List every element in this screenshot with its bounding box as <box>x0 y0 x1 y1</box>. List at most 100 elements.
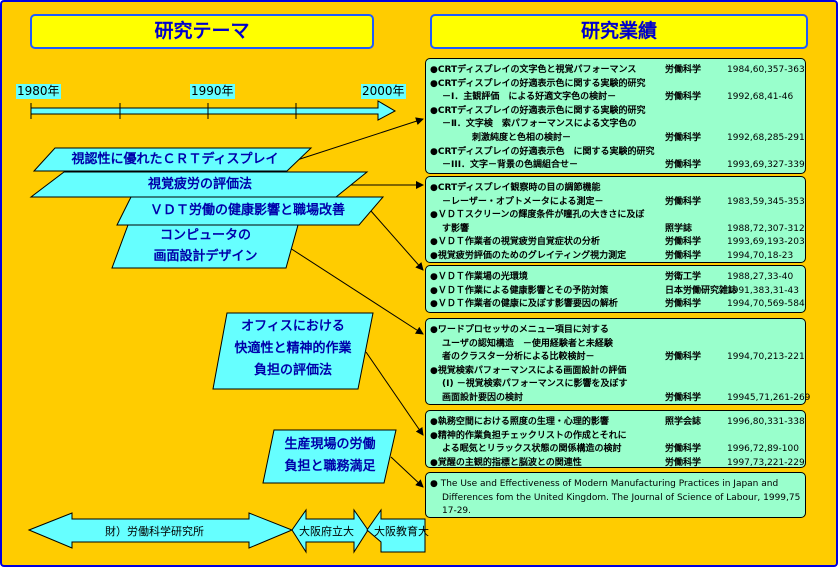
theme-screen-design: コンピュータの 画面設計デザイン <box>118 225 293 267</box>
publication-journal: 労働科学 <box>665 237 702 248</box>
theme-factory-work: 生産現場の労働 負担と職務満足 <box>268 434 392 478</box>
publication-title: 者のクラスター分析による比較検討－ <box>442 352 595 363</box>
publication-title: す影響 <box>442 223 470 234</box>
publication-title: ●CRTディスプレイ観察時の目の調節機能 <box>430 183 601 193</box>
publication-line: ●ＶＤＴ作業者の視覚疲労自覚症状の分析 労働科学 1993,69,193-203 <box>430 236 805 250</box>
publication-title: 画面設計要因の検討 <box>442 392 524 403</box>
publication-title: ●CRTディスプレイの好適表示色に関する実験的研究 <box>430 105 646 116</box>
publication-group: ●ＶＤＴ作業場の光環境 労衛工学 1988,27,33-40 ●ＶＤＴ作業による健康影… <box>425 265 806 313</box>
publication-group: ●CRTディスプレイ観察時の目の調節機能 －レーザー・オプトメータによる測定－ 労働… <box>425 176 806 263</box>
publication-citation: 1988,72,307-312 <box>727 223 805 234</box>
publication-line: ●ＶＤＴスクリーンの輝度条件が瞳孔の大きさに及ぼ <box>430 209 801 223</box>
publication-journal: 労働科学 <box>665 92 702 103</box>
publication-journal: 労働科学 <box>665 65 702 75</box>
publication-line: ●CRTディスプレイの好適表示色に関する実験的研究 <box>430 105 801 119</box>
publication-line: －レーザー・オプトメータによる測定－ 労働科学 1983,59,345-353 <box>430 196 805 210</box>
theme-shape-factory <box>262 429 397 484</box>
theme-factory-line: 生産現場の労働 <box>284 437 376 452</box>
publication-line: －Ⅱ．文字検 索パフォーマンスによる文字色の <box>430 118 801 132</box>
publication-line: よる眠気とリラックス状態の関係構造の検討 労働科学 1996,72,89-100 <box>430 443 801 457</box>
publication-line: ●ワードプロセッサのメニュー項目に対する <box>430 324 801 338</box>
publication-group: ●ワードプロセッサのメニュー項目に対するユーザの認知構造 －使用経験者と未経験者… <box>425 318 810 405</box>
themes-header: 研究テーマ <box>30 14 374 49</box>
timeline-label-2000: 2000年 <box>361 84 406 99</box>
publication-citation: 1994,70,18-23 <box>727 250 794 261</box>
publication-journal: 労働科学 <box>665 444 702 455</box>
publication-journal: 労働科学 <box>665 299 702 310</box>
publication-citation: 1997,73,221-229 <box>727 457 805 468</box>
publication-line: (I) －視覚検索パフォーマンスに影響を及ぼす <box>430 378 801 392</box>
publication-citation: 1994,70,569-584 <box>727 299 805 310</box>
publication-title: ユーザの認知構造 －使用経験者と未経験 <box>442 338 613 349</box>
org-labour-science-institute: 財）労働科学研究所 <box>105 525 204 538</box>
publication-citation: 1988,27,33-40 <box>727 272 794 282</box>
publication-line: 17-29. <box>430 505 801 519</box>
publication-title: ●ＶＤＴ作業場の光環境 <box>430 272 528 282</box>
theme-shape-screen <box>111 224 299 269</box>
publication-title: ●CRTディスプレイの文字色と視覚パフォーマンス <box>430 65 637 75</box>
publication-title: よる眠気とリラックス状態の関係構造の検討 <box>442 444 622 455</box>
timeline-arrow <box>30 100 397 121</box>
org-osaka-kyoiku-univ: 大阪教育大 <box>374 525 429 538</box>
publication-line: ●覚醒の主観的指標と脳波との関連性 労働科学 1997,73,221-229 <box>430 457 805 471</box>
publication-journal: 労働科学 <box>665 132 702 143</box>
theme-office-comfort: オフィスにおける 快適性と精神的作業 負担の評価法 <box>218 316 368 382</box>
publication-citation: 1984,60,357-363 <box>727 65 805 75</box>
theme-screen-design-line: コンピュータの <box>159 228 251 243</box>
publication-citation: 1996,72,89-100 <box>727 444 799 455</box>
publication-title: (I) －視覚検索パフォーマンスに影響を及ぼす <box>442 379 628 390</box>
publication-line: ●ＶＤＴ作業場の光環境 労衛工学 1988,27,33-40 <box>430 271 801 285</box>
publication-title: 17-29. <box>442 506 472 517</box>
publication-title: ●執務空間における照度の生理・心理的影響 <box>430 417 609 427</box>
theme-office-line: オフィスにおける <box>241 319 345 334</box>
publication-journal: 労働科学 <box>665 352 702 363</box>
theme-vdt-health: ＶＤＴ労働の健康影響と職場改善 <box>149 203 345 218</box>
publication-title: ●CRTディスプレイの好適表示色に関する実験的研究 <box>430 78 646 89</box>
publication-citation: 1992,68,41-46 <box>727 92 794 103</box>
publication-journal: 労働科学 <box>665 392 702 403</box>
theme-office-line: 快適性と精神的作業 <box>234 341 352 356</box>
publication-title: ●CRTディスプレイの好適表示色 に関する実験的研究 <box>430 146 655 157</box>
publication-title: 刺激純度と色相の検討－ <box>472 132 572 143</box>
publication-title: ●覚醒の主観的指標と脳波との関連性 <box>430 457 582 468</box>
publication-citation: 1993,69,193-203 <box>727 237 805 248</box>
publication-journal: 労働科学 <box>665 160 702 171</box>
theme-visual-fatigue: 視覚疲労の評価法 <box>147 177 252 192</box>
publication-line: ●CRTディスプレイ観察時の目の調節機能 <box>430 182 801 196</box>
publication-title: ●視覚検索パフォーマンスによる画面設計の評価 <box>430 365 627 376</box>
publication-journal: 労働科学 <box>665 457 702 468</box>
publication-journal: 労働科学 <box>665 196 702 207</box>
theme-shape-crt <box>32 147 313 172</box>
achievements-header: 研究業績 <box>430 14 808 49</box>
publication-title: ●ワードプロセッサのメニュー項目に対する <box>430 325 609 335</box>
publication-citation: 1983,59,345-353 <box>727 196 805 207</box>
publication-line: ●精神的作業負担チェックリストの作成とそれに <box>430 430 801 444</box>
publication-title: ●視覚疲労評価のためのグレイティング視力測定 <box>430 250 627 261</box>
publication-line: ●視覚検索パフォーマンスによる画面設計の評価 <box>430 365 801 379</box>
publication-title: －Ⅱ．文字検 索パフォーマンスによる文字色の <box>442 119 637 130</box>
publication-journal: 労衛工学 <box>665 272 702 282</box>
publication-title: －レーザー・オプトメータによる測定－ <box>442 196 604 207</box>
publication-line: ●CRTディスプレイの文字色と視覚パフォーマンス 労働科学 1984,60,357-… <box>430 64 805 78</box>
publication-title: ●ＶＤＴ作業者の視覚疲労自覚症状の分析 <box>430 237 600 248</box>
publication-title: －Ⅰ．主観評価 による好適文字色の検討－ <box>442 92 617 103</box>
publication-citation: 1992,68,285-291 <box>727 132 805 143</box>
publication-citation: 1993,69,327-339 <box>727 160 805 171</box>
publication-journal: 労働科学 <box>665 250 702 261</box>
timeline-label-1980: 1980年 <box>16 84 61 99</box>
publication-line: ユーザの認知構造 －使用経験者と未経験 <box>430 338 801 352</box>
org-arrow-osaka-edu <box>366 508 426 553</box>
publication-line: ●CRTディスプレイの好適表示色に関する実験的研究 <box>430 78 801 92</box>
publication-citation: 1996,80,331-338 <box>727 417 805 427</box>
publication-line: ●CRTディスプレイの好適表示色 に関する実験的研究 <box>430 146 801 160</box>
publication-line: ● The Use and Effectiveness of Modern Ma… <box>430 478 801 492</box>
theme-shape-office <box>212 312 374 390</box>
theme-office-line: 負担の評価法 <box>253 363 332 378</box>
